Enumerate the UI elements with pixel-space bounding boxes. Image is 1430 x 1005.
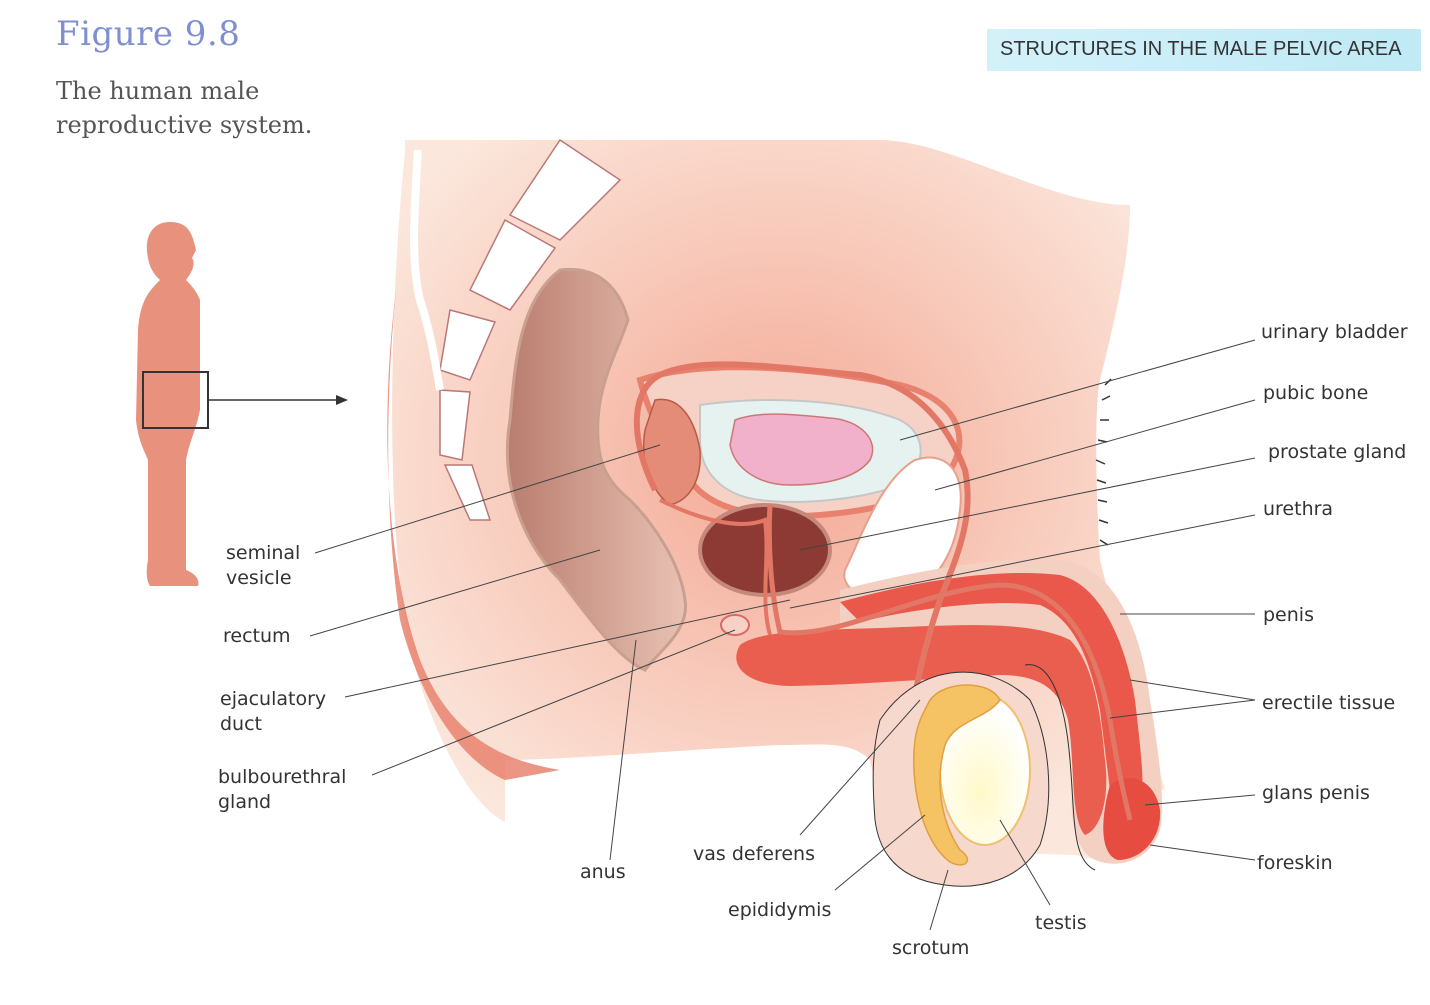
label-seminal-vesicle-1: seminal (226, 542, 300, 564)
label-ejaculatory-duct-1: ejaculatory (220, 688, 326, 710)
erectile-tissue-lower (736, 625, 1107, 835)
label-urinary-bladder: urinary bladder (1261, 321, 1408, 343)
label-glans-penis: glans penis (1262, 782, 1370, 804)
figure-number: Figure 9.8 (56, 14, 241, 54)
arrow-head-icon (336, 395, 348, 405)
label-bulbourethral-gland-1: bulbourethral (218, 766, 346, 788)
ejaculatory-duct-path (659, 498, 772, 636)
leader-lines (309, 339, 1256, 931)
epididymis-shape (913, 684, 1001, 866)
caption-line-2: reproductive system. (56, 111, 313, 139)
label-pubic-bone: pubic bone (1263, 382, 1368, 404)
figure-caption: The human male reproductive system. (56, 74, 312, 142)
rectum-shape (506, 267, 687, 672)
label-epididymis: epididymis (728, 899, 831, 921)
bladder-inner (729, 413, 874, 486)
label-testis: testis (1035, 912, 1087, 934)
erectile-tissue-upper (840, 573, 1143, 806)
sacrum-vertebrae (439, 138, 622, 521)
foreskin-fold (1024, 664, 1096, 871)
section-banner: STRUCTURES IN THE MALE PELVIC AREA (987, 29, 1421, 71)
label-bulbourethral-gland-2: gland (218, 791, 271, 813)
label-seminal-vesicle-2: vesicle (226, 567, 292, 589)
label-penis: penis (1263, 604, 1314, 626)
spinal-ligament (410, 149, 444, 391)
caption-line-1: The human male (56, 77, 260, 105)
bulbourethral-gland-shape (720, 614, 750, 636)
label-urethra: urethra (1263, 498, 1333, 520)
label-erectile-tissue: erectile tissue (1262, 692, 1395, 714)
banner-text: STRUCTURES IN THE MALE PELVIC AREA (1000, 38, 1402, 60)
label-prostate-gland: prostate gland (1268, 441, 1406, 463)
label-ejaculatory-duct-2: duct (220, 713, 262, 735)
pubic-hair (1095, 378, 1112, 546)
body-silhouette (136, 222, 200, 586)
label-anus: anus (580, 861, 626, 883)
label-scrotum: scrotum (892, 937, 969, 959)
label-vas-deferens: vas deferens (693, 843, 815, 865)
label-rectum: rectum (223, 625, 291, 647)
label-foreskin: foreskin (1257, 852, 1333, 874)
